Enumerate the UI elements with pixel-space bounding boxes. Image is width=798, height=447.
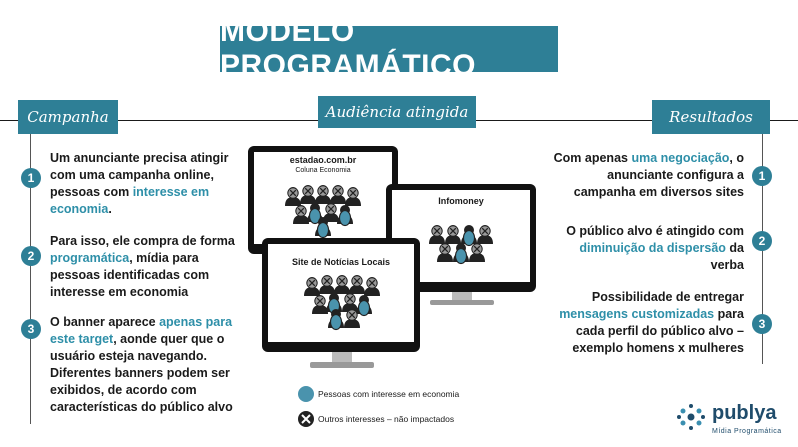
monitor-3-site: Site de Notícias Locais: [291, 257, 391, 267]
monitor-noticias-locais: [262, 238, 420, 368]
left-vertical-line: [30, 134, 31, 424]
right-text-1: Com apenas uma negociação, o anunciante …: [553, 151, 744, 199]
legend-other-label: Outros interesses – não impactados: [318, 414, 455, 424]
monitor-infomoney: [386, 184, 536, 305]
left-number-2: 2: [21, 246, 41, 266]
right-number-2: 2: [752, 231, 772, 251]
tag-resultados: Resultados: [652, 100, 770, 134]
monitor-1-sub: Coluna Economia: [295, 167, 351, 174]
left-text-3: O banner aparece apenas para este target…: [50, 315, 233, 414]
legend-other-icon: [298, 411, 314, 427]
left-text-2: Para isso, ele compra de forma programát…: [50, 234, 235, 299]
legend-target-label: Pessoas com interesse em economia: [318, 389, 460, 399]
right-number-1: 1: [752, 166, 772, 186]
monitors-illustration: [248, 146, 536, 368]
left-number-1: 1: [21, 168, 41, 188]
right-number-3: 3: [752, 314, 772, 334]
tag-audiencia: Audiência atingida: [318, 96, 476, 128]
brand-name: publya: [712, 402, 777, 424]
left-number-3: 3: [21, 319, 41, 339]
page-title: MODELO PROGRAMÁTICO: [220, 15, 558, 82]
brand-subtitle: Mídia Programática: [712, 428, 782, 435]
left-text-1: Um anunciante precisa atingir com uma ca…: [50, 151, 229, 216]
legend-target-icon: [298, 386, 314, 402]
right-text-2: O público alvo é atingido com diminuição…: [566, 224, 744, 272]
monitor-2-site: Infomoney: [438, 196, 484, 206]
publya-logo-icon: [677, 404, 705, 430]
right-text-3: Possibilidade de entregar mensagens cust…: [559, 290, 744, 355]
monitor-1-site: estadao.com.br: [289, 155, 357, 165]
monitor-estadao: [248, 146, 398, 254]
tag-campanha: Campanha: [18, 100, 118, 134]
